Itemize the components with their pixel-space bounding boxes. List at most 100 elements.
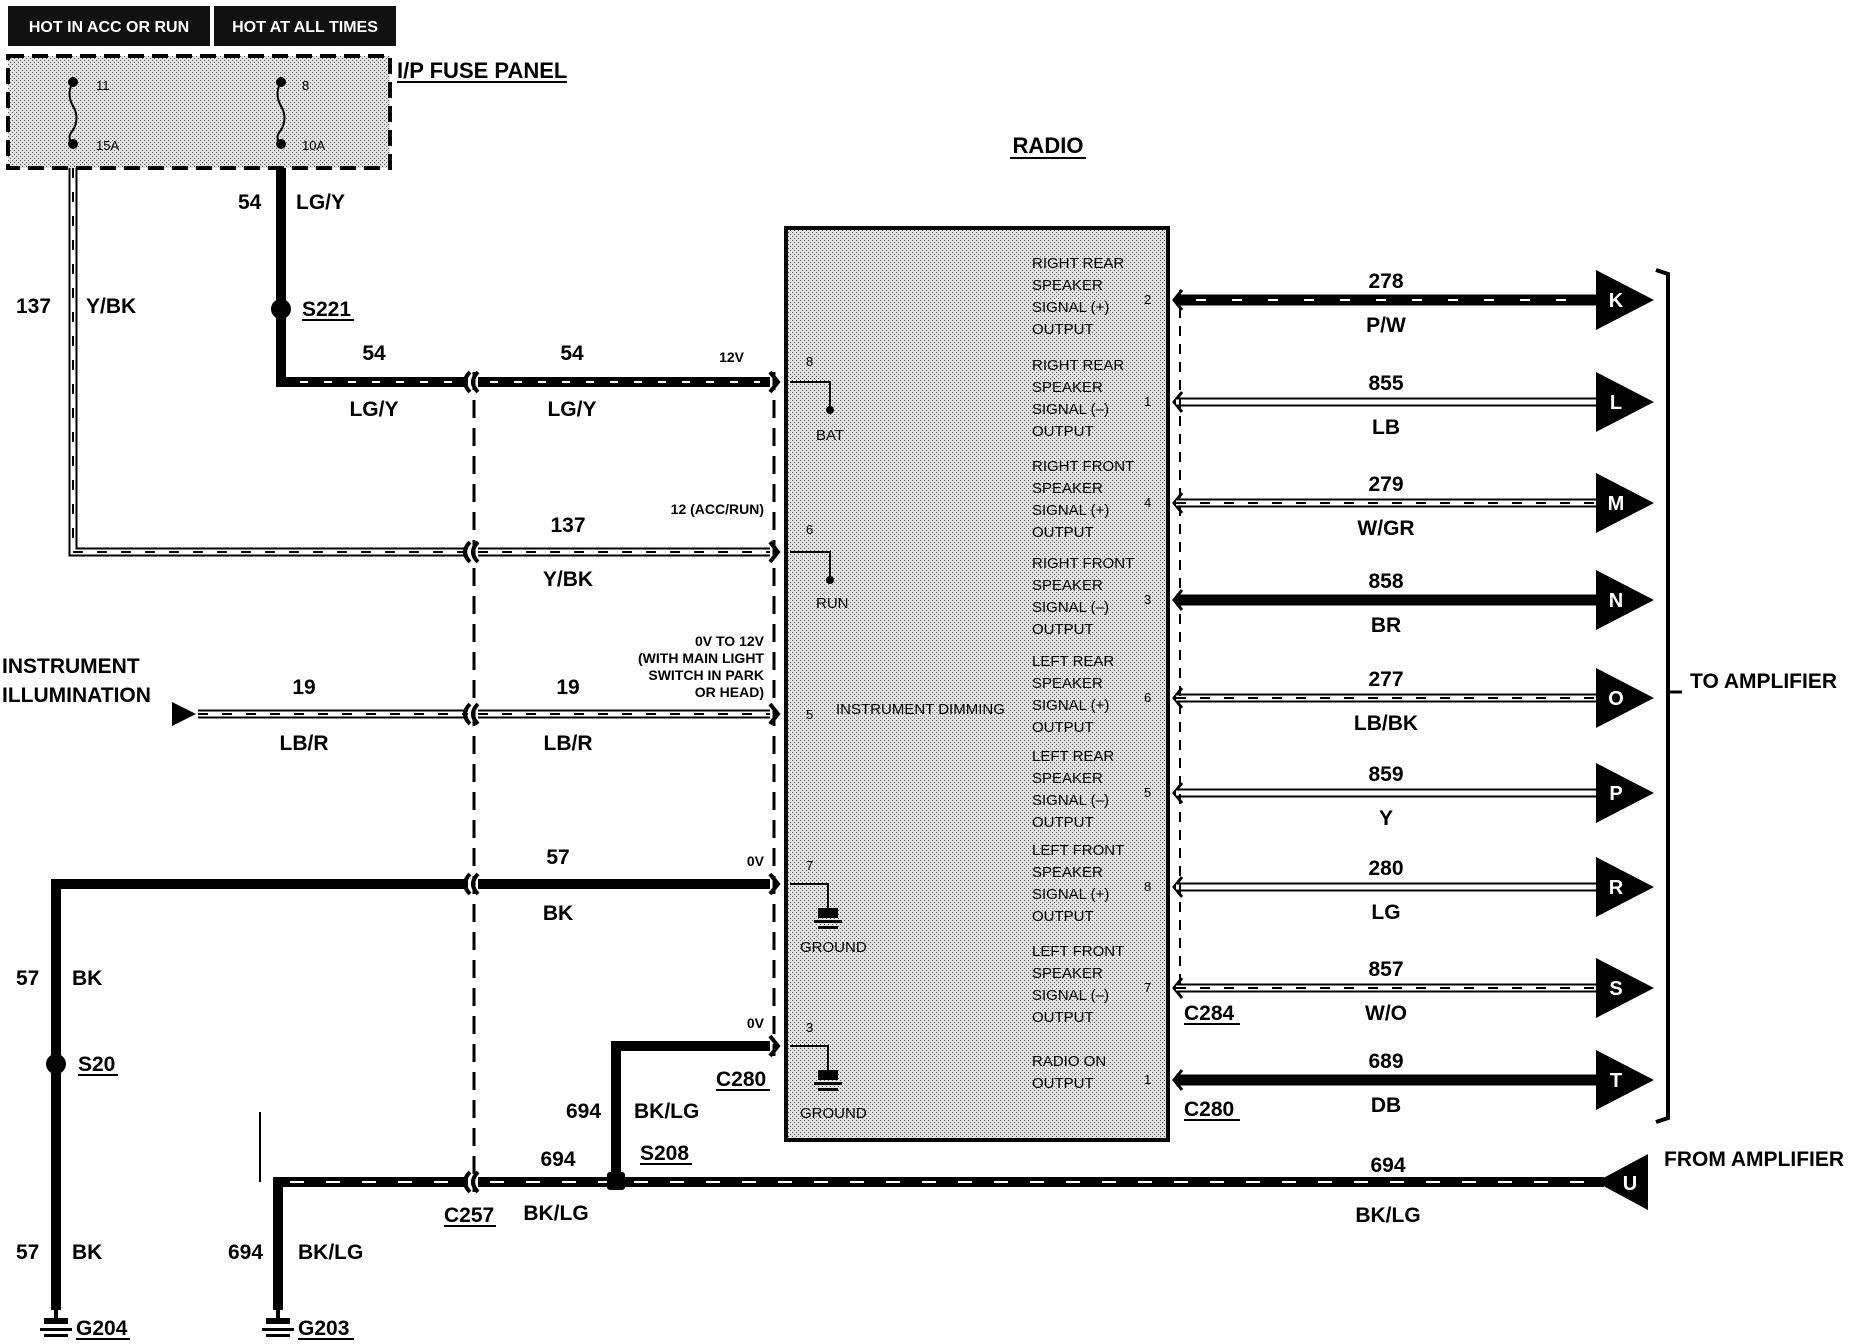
wire-57-circuit-down: 57 bbox=[16, 967, 39, 990]
wire-54-circuit: 54 bbox=[560, 342, 584, 365]
output-terminal-arrow bbox=[1596, 1050, 1654, 1110]
wire-54-circuit-top: 54 bbox=[238, 191, 262, 214]
output-description-line: OUTPUT bbox=[1032, 321, 1094, 338]
to-amplifier-label: TO AMPLIFIER bbox=[1690, 670, 1837, 693]
wire-694-color-right: BK/LG bbox=[1355, 1204, 1420, 1227]
connector-c257: C257 bbox=[444, 370, 496, 1227]
radio-input-run: 12 (ACC/RUN) 6 RUN bbox=[671, 501, 849, 612]
radio-input-dimming: 0V TO 12V (WITH MAIN LIGHT SWITCH IN PAR… bbox=[638, 633, 1005, 722]
splice-s208-label: S208 bbox=[640, 1142, 689, 1165]
output-description-line: OUTPUT bbox=[1032, 524, 1094, 541]
from-amplifier-arrow bbox=[1596, 1154, 1648, 1210]
instrument-illumination-arrow bbox=[172, 702, 196, 726]
splice-s221: S221 bbox=[271, 298, 354, 321]
ground-g203-label: G203 bbox=[298, 1317, 349, 1340]
wire-137-circuit: 137 bbox=[550, 514, 585, 537]
output-pin-number: 2 bbox=[1144, 292, 1151, 307]
wire-57-circuit: 57 bbox=[546, 846, 569, 869]
connector-c280-right-label: C280 bbox=[1184, 1098, 1234, 1121]
header-tab-all-times: HOT AT ALL TIMES bbox=[214, 6, 396, 46]
output-terminal-letter: L bbox=[1610, 392, 1622, 414]
output-description-line: SPEAKER bbox=[1032, 379, 1103, 396]
output-circuit-number: 689 bbox=[1368, 1050, 1403, 1073]
ground-3-icon bbox=[818, 1070, 838, 1080]
wire-694-color-radio: BK/LG bbox=[634, 1100, 699, 1123]
output-description-line: OUTPUT bbox=[1032, 908, 1094, 925]
wire-137-color-left: Y/BK bbox=[86, 295, 136, 318]
radio-input-bat-label: BAT bbox=[816, 427, 844, 444]
output-description-line: SPEAKER bbox=[1032, 277, 1103, 294]
output-terminal-arrow bbox=[1596, 763, 1654, 823]
header-tab-acc-run: HOT IN ACC OR RUN bbox=[8, 6, 210, 46]
wire-57: 57 BK 57 BK 57 BK bbox=[16, 846, 770, 1310]
splice-s208: S208 bbox=[607, 1142, 692, 1190]
wire-19-color-left: LB/R bbox=[280, 732, 329, 755]
output-description-line: LEFT FRONT bbox=[1032, 943, 1124, 960]
output-description-line: LEFT REAR bbox=[1032, 653, 1114, 670]
connector-c257-label: C257 bbox=[444, 1204, 494, 1227]
wire-694-circuit-right: 694 bbox=[1370, 1154, 1405, 1177]
wire-694-color-mid: BK/LG bbox=[523, 1202, 588, 1225]
output-pin-number: 7 bbox=[1144, 980, 1151, 995]
splice-s20: S20 bbox=[46, 1053, 118, 1076]
wire-19-circuit-left: 19 bbox=[292, 676, 315, 699]
wire-694-ground: 694 BK/LG 694 BK/LG 694 BK/LG bbox=[228, 1112, 1604, 1310]
fuse-8: 8 10A bbox=[276, 77, 325, 153]
output-terminal-letter: N bbox=[1609, 590, 1623, 612]
to-amplifier-bracket: TO AMPLIFIER bbox=[1655, 268, 1837, 1124]
wire-694-color-ground: BK/LG bbox=[298, 1241, 363, 1264]
output-description-line: OUTPUT bbox=[1032, 1009, 1094, 1026]
output-terminal-letter: R bbox=[1609, 877, 1624, 899]
output-circuit-number: 859 bbox=[1368, 763, 1403, 786]
output-pin-number: 6 bbox=[1144, 690, 1151, 705]
ground-7-icon bbox=[818, 908, 838, 918]
output-terminal-arrow bbox=[1596, 473, 1654, 533]
output-terminal-letter: S bbox=[1609, 978, 1622, 1000]
output-wire-color: W/O bbox=[1365, 1002, 1407, 1025]
radio-input-dimming-voltage-1: 0V TO 12V bbox=[695, 633, 765, 649]
fuse-11-number: 11 bbox=[96, 78, 110, 93]
output-description-line: SPEAKER bbox=[1032, 577, 1103, 594]
fuse-8-number: 8 bbox=[302, 78, 309, 93]
radio-title: RADIO bbox=[1013, 133, 1084, 158]
output-wire-color: LG bbox=[1371, 901, 1400, 924]
fuse-panel: I/P FUSE PANEL 11 15A 8 10A bbox=[6, 54, 567, 170]
output-circuit-number: 858 bbox=[1368, 570, 1403, 593]
output-pin-number: 1 bbox=[1144, 1072, 1151, 1087]
output-terminal-letter: O bbox=[1608, 688, 1624, 710]
radio-input-dimming-voltage-3: SWITCH IN PARK bbox=[648, 667, 764, 683]
ground-g204: G204 bbox=[40, 1310, 130, 1340]
output-description-line: RIGHT FRONT bbox=[1032, 458, 1134, 475]
output-wire-color: LB bbox=[1372, 416, 1400, 439]
wire-137-color: Y/BK bbox=[543, 568, 593, 591]
output-terminal-arrow bbox=[1596, 958, 1654, 1018]
output-description-line: OUTPUT bbox=[1032, 719, 1094, 736]
splice-s20-label: S20 bbox=[78, 1053, 115, 1076]
connector-c280-right: C280 bbox=[1184, 1098, 1240, 1121]
output-description-line: SIGNAL (–) bbox=[1032, 401, 1109, 418]
output-pin-number: 4 bbox=[1144, 495, 1151, 510]
radio-input-run-pin: 6 bbox=[806, 522, 813, 537]
output-wire-color: Y bbox=[1379, 807, 1393, 830]
output-description-line: SPEAKER bbox=[1032, 864, 1103, 881]
radio-input-dimming-voltage-4: OR HEAD) bbox=[695, 684, 764, 700]
output-terminal-letter: K bbox=[1609, 290, 1624, 312]
from-amplifier-terminal: U bbox=[1623, 1173, 1637, 1195]
output-description-line: SIGNAL (–) bbox=[1032, 792, 1109, 809]
ground-g203: G203 bbox=[262, 1310, 354, 1340]
output-terminal-arrow bbox=[1596, 857, 1654, 917]
fuse-11-rating: 15A bbox=[96, 138, 119, 153]
instrument-illumination-label-1: INSTRUMENT bbox=[2, 655, 140, 678]
wire-19-circuit: 19 bbox=[556, 676, 579, 699]
output-description-line: SIGNAL (–) bbox=[1032, 599, 1109, 616]
radio-input-bat: 12V 8 BAT bbox=[719, 349, 844, 444]
output-circuit-number: 855 bbox=[1368, 372, 1403, 395]
splice-s221-label: S221 bbox=[302, 298, 351, 321]
